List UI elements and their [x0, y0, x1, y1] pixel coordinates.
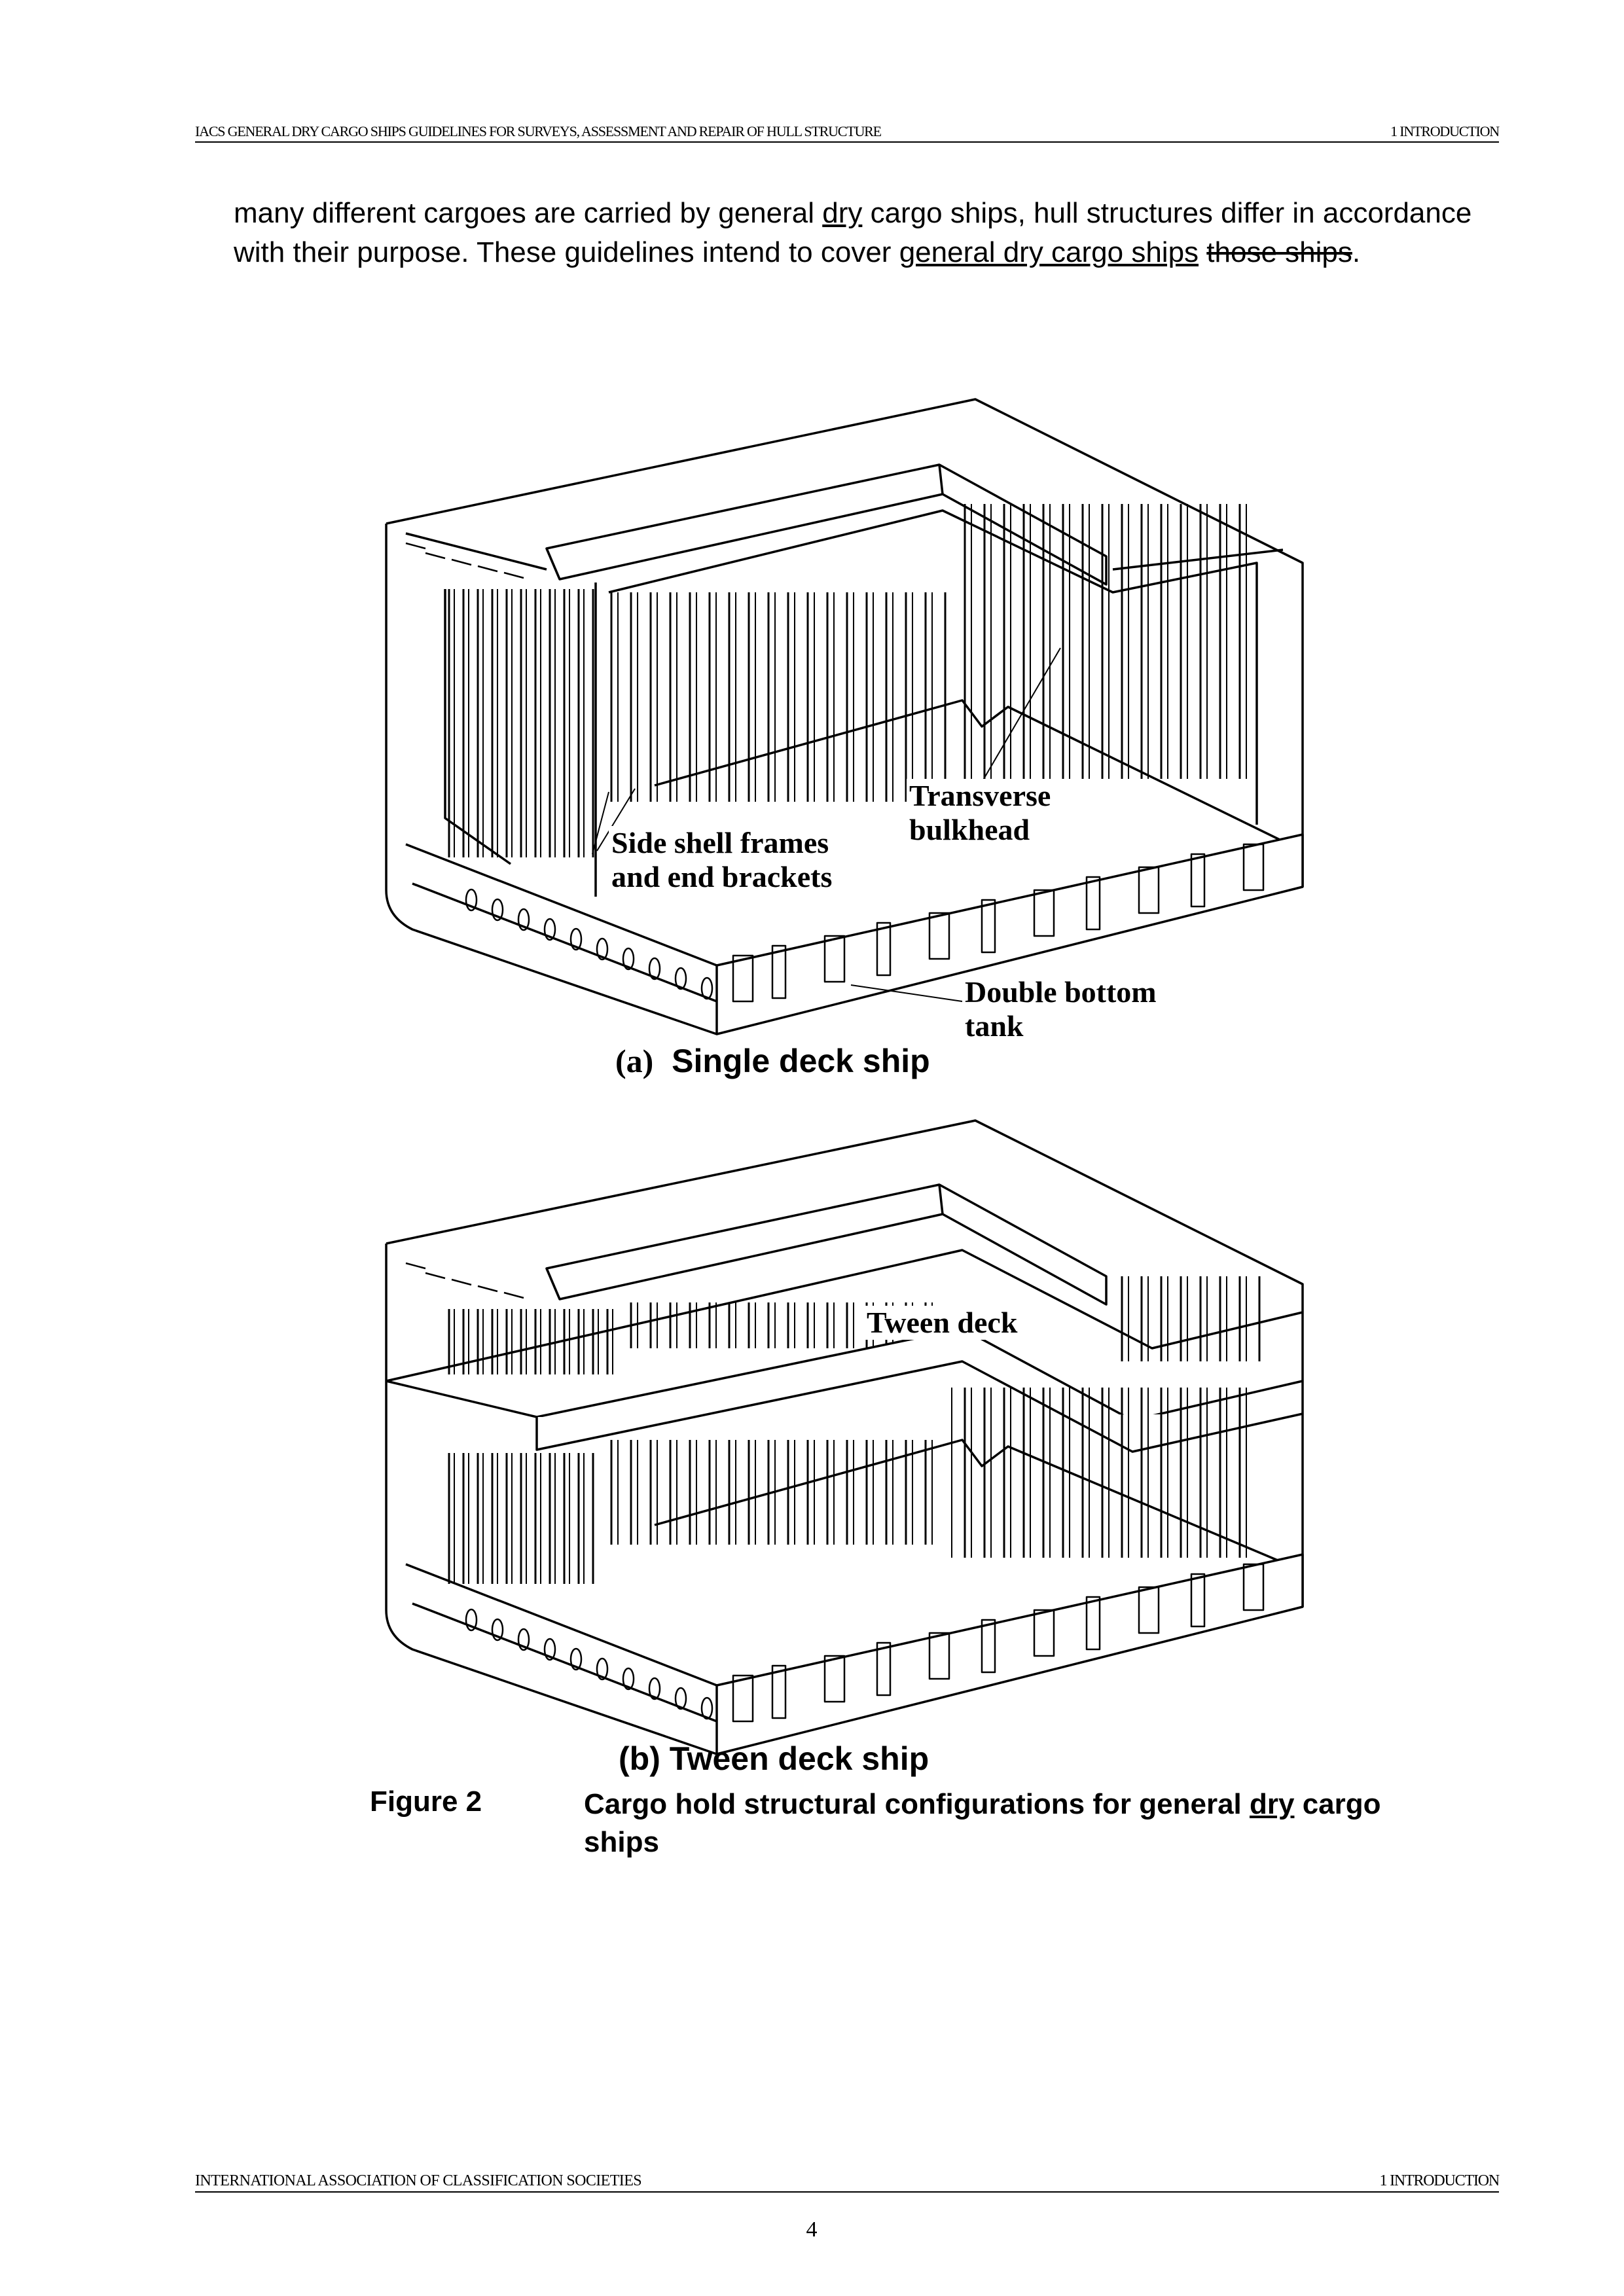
inserted-text: general dry cargo ships	[899, 236, 1199, 268]
body-paragraph: many different cargoes are carried by ge…	[234, 194, 1517, 272]
subfigure-b-title: (b) Tween deck ship	[619, 1740, 929, 1777]
label-line: Double bottom	[965, 975, 1157, 1009]
label-line: and end brackets	[611, 860, 833, 893]
label-side-shell-frames: Side shell frames and end brackets	[609, 826, 835, 894]
label-line: Tween deck	[867, 1306, 1018, 1339]
label-double-bottom-tank: Double bottom tank	[962, 975, 1159, 1043]
text-run: many different cargoes are carried by ge…	[234, 197, 823, 229]
tween-deck-ship-drawing	[385, 1119, 1304, 1755]
label-line: Transverse	[909, 779, 1051, 812]
deleted-text: those ships	[1206, 236, 1352, 268]
inserted-text: dry	[1249, 1788, 1295, 1820]
subfigure-a-title: (a) Single deck ship	[615, 1042, 930, 1080]
caption-run: Cargo hold structural configurations for…	[584, 1788, 1250, 1820]
subfigure-text: Single deck ship	[672, 1043, 930, 1079]
label-line: Side shell frames	[611, 826, 829, 859]
inserted-text: dry	[822, 197, 863, 229]
header-section: 1 INTRODUCTION	[1390, 123, 1500, 139]
label-tween-deck: Tween deck	[864, 1306, 1020, 1340]
label-line: bulkhead	[909, 813, 1030, 846]
single-deck-ship-drawing	[385, 398, 1304, 1035]
header-title: IACS GENERAL DRY CARGO SHIPS GUIDELINES …	[195, 123, 882, 139]
caption-run: cargo ships	[584, 1788, 1381, 1858]
text-run: cargo ships, hull structures differ in a…	[234, 197, 1472, 268]
label-transverse-bulkhead: Transverse bulkhead	[907, 779, 1054, 847]
figure-number: Figure 2	[370, 1785, 482, 1818]
running-header: IACS GENERAL DRY CARGO SHIPS GUIDELINES …	[195, 123, 1500, 143]
footer-organization: INTERNATIONAL ASSOCIATION OF CLASSIFICAT…	[195, 2172, 642, 2189]
figure-caption: Cargo hold structural configurations for…	[584, 1785, 1402, 1861]
page-number: 4	[806, 2217, 818, 2242]
subfigure-prefix: (a)	[615, 1043, 654, 1079]
text-run: .	[1352, 236, 1361, 268]
footer-section: 1 INTRODUCTION	[1379, 2172, 1500, 2189]
running-footer: INTERNATIONAL ASSOCIATION OF CLASSIFICAT…	[195, 2172, 1500, 2193]
label-line: tank	[965, 1009, 1024, 1043]
